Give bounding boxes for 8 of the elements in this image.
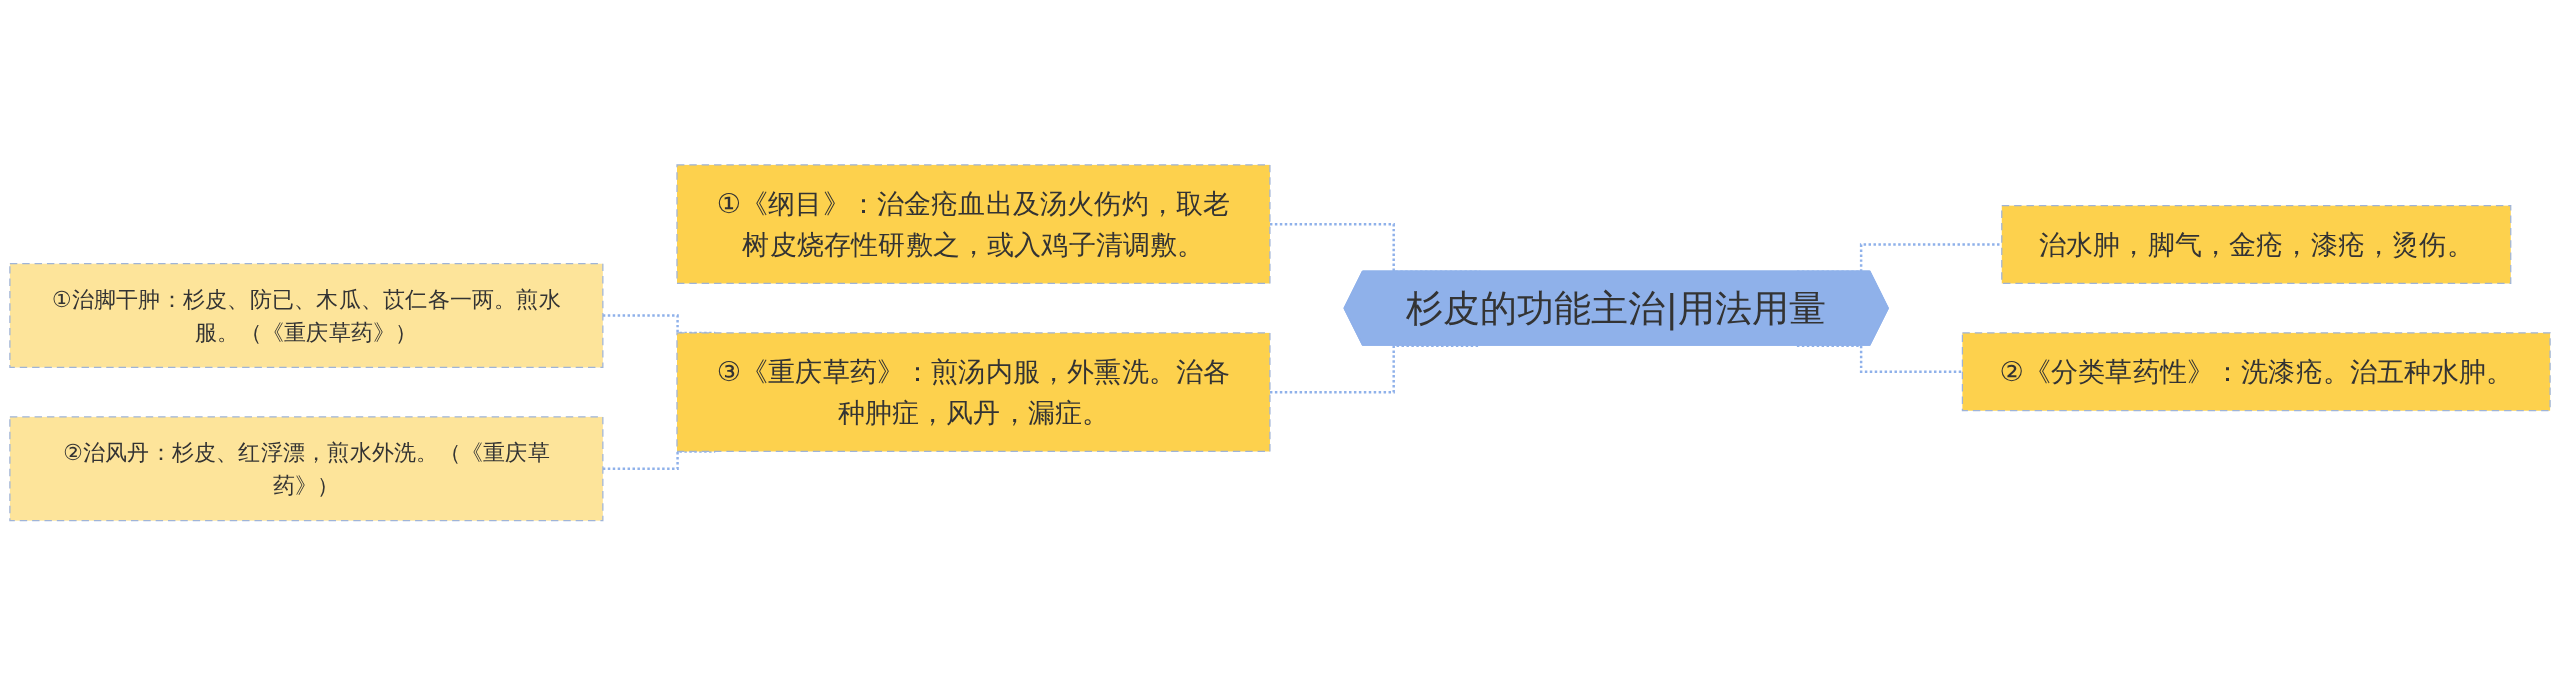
connector [1796,344,1963,373]
node-box: ②治风丹：杉皮、红浮漂，煎水外洗。（《重庆草药》） [9,416,604,521]
connector [1269,344,1481,394]
node-box: ①治脚干肿：杉皮、防已、木瓜、苡仁各一两。煎水服。（《重庆草药》） [9,262,604,368]
node-box: ①《纲目》：治金疮血出及汤火伤灼，取老树皮烧存性研敷之，或入鸡子清调敷。 [676,164,1271,284]
node-box: ②《分类草药性》：洗漆疮。治五种水肿。 [1961,332,2551,412]
node-box: ③《重庆草药》：煎汤内服，外熏洗。治各种肿症，风丹，漏症。 [676,332,1271,452]
node-box: 治水肿，脚气，金疮，漆疮，烫伤。 [2001,204,2512,284]
